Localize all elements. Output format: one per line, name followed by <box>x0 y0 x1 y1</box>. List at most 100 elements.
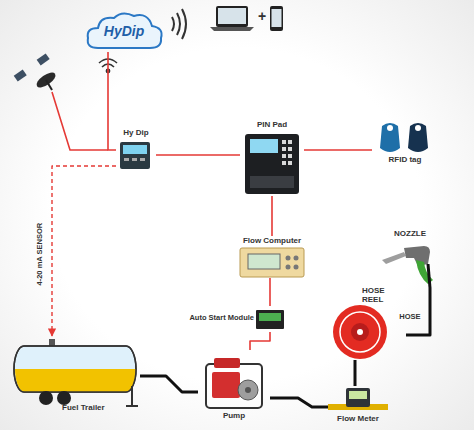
satellite-icon <box>14 53 58 90</box>
edge-label: 4-20 mA SENSOR <box>36 209 44 299</box>
wave-arc <box>177 13 180 35</box>
fuel-nozzle-part <box>428 264 430 288</box>
wave-arc <box>182 9 186 39</box>
node-label: NOZZLE <box>394 230 442 239</box>
pin-pad-device-part <box>288 140 292 144</box>
hose-reel-part <box>357 329 363 335</box>
fuel-trailer: Fuel Trailer <box>6 336 140 418</box>
flow-meter-part <box>346 388 370 407</box>
fuel-trailer-part <box>14 346 136 392</box>
fuel-trailer-part <box>14 346 136 392</box>
hose-reel-part <box>333 305 387 359</box>
fuel-hose <box>270 398 328 407</box>
flow-computer-part <box>294 265 299 270</box>
pin-pad-device-part <box>288 154 292 158</box>
hydip-device: Hy Dip <box>116 128 156 172</box>
flow-computer-part <box>286 256 291 261</box>
hose-reel-part <box>340 312 380 352</box>
signal-line <box>269 278 271 306</box>
rfid-tag-part <box>380 123 400 152</box>
rfid-tag-part <box>387 125 393 131</box>
node-label: Flow Computer <box>236 237 308 246</box>
node-label: Fuel Trailer <box>62 404 134 413</box>
edge-label: HOSE <box>365 313 455 321</box>
pump-unit-part <box>238 380 258 400</box>
signal-line <box>52 166 116 336</box>
auto-start-module-part <box>256 310 284 329</box>
signal-line <box>304 149 372 151</box>
node-label: HyDip <box>84 24 164 39</box>
cloud-node: HyDip <box>84 10 164 52</box>
satellite-mast <box>46 80 52 90</box>
flow-computer-part <box>240 248 304 277</box>
pump-unit-part <box>245 387 251 393</box>
hose-reel: HOSE REEL <box>326 284 406 360</box>
pin-pad-device-part <box>250 139 278 153</box>
fuel-hose <box>406 288 430 335</box>
node-label: HOSE REEL <box>362 287 408 305</box>
solar-panel <box>14 69 27 81</box>
node-label: Pump <box>198 412 270 421</box>
pin-pad-device-icon <box>240 120 304 196</box>
laptop-base <box>210 27 254 31</box>
node-label: Flow Meter <box>328 415 388 424</box>
laptop-icon <box>210 6 254 31</box>
hydip-device-part <box>140 158 145 161</box>
auto-start-module: Auto Start Module <box>176 306 290 332</box>
hydip-device-part <box>123 145 147 154</box>
pin-pad-device-part <box>288 147 292 151</box>
phone-icon <box>270 6 283 31</box>
pin-pad-device-part <box>288 161 292 165</box>
pin-pad-device-part <box>282 154 286 158</box>
node-label: PIN Pad <box>240 121 304 130</box>
plus-sign: + <box>252 9 272 24</box>
pin-pad-device-part <box>282 140 286 144</box>
flow-computer: Flow Computer <box>236 236 308 278</box>
phone-screen <box>272 9 282 27</box>
signal-line <box>250 332 270 350</box>
fuel-hose <box>354 360 357 386</box>
fuel-nozzle-icon <box>378 230 442 288</box>
rfid-tag-part <box>415 125 421 131</box>
fuel-hose <box>140 376 198 392</box>
pump-unit: Pump <box>198 350 270 424</box>
pin-pad-device-part <box>282 147 286 151</box>
pump-unit-part <box>212 372 240 398</box>
signal-line <box>271 196 273 236</box>
hose-reel-part <box>351 323 369 341</box>
pin-pad-device-part <box>282 161 286 165</box>
phone-body <box>270 6 283 31</box>
flow-meter: Flow Meter <box>328 386 388 426</box>
rfid-tag: RFID tag <box>372 120 438 168</box>
hydip-device-part <box>132 158 137 161</box>
fuel-trailer-part <box>49 339 55 346</box>
signal-line <box>108 52 116 150</box>
flow-computer-part <box>286 265 291 270</box>
laptop-screen <box>218 8 246 24</box>
pin-pad-device: PIN Pad <box>240 120 304 196</box>
hydip-device-part <box>124 158 129 161</box>
flow-meter-part <box>349 391 367 399</box>
hydip-device-part <box>120 142 150 169</box>
pin-pad-device-part <box>250 176 294 188</box>
fuel-nozzle: NOZZLE <box>378 230 442 288</box>
fuel-nozzle-part <box>382 252 406 264</box>
wave-arc <box>172 17 174 31</box>
satellite-link <box>52 92 108 150</box>
node-label: RFID tag <box>372 156 438 165</box>
signal-line <box>156 154 240 156</box>
wireless-waves <box>172 9 186 39</box>
fuel-trailer-part <box>57 391 71 405</box>
fuel-trailer-part <box>126 386 138 406</box>
satellite-dish <box>34 70 58 91</box>
solar-panel <box>37 53 50 65</box>
laptop-lid <box>216 6 248 27</box>
rfid-tag-part <box>408 123 428 152</box>
flow-computer-part <box>294 256 299 261</box>
node-label: Hy Dip <box>116 129 156 138</box>
fuel-trailer-part <box>39 391 53 405</box>
auto-start-module-part <box>259 313 281 321</box>
flow-computer-part <box>248 254 280 269</box>
pin-pad-device-part <box>245 134 299 194</box>
fuel-trailer-part <box>15 369 136 392</box>
